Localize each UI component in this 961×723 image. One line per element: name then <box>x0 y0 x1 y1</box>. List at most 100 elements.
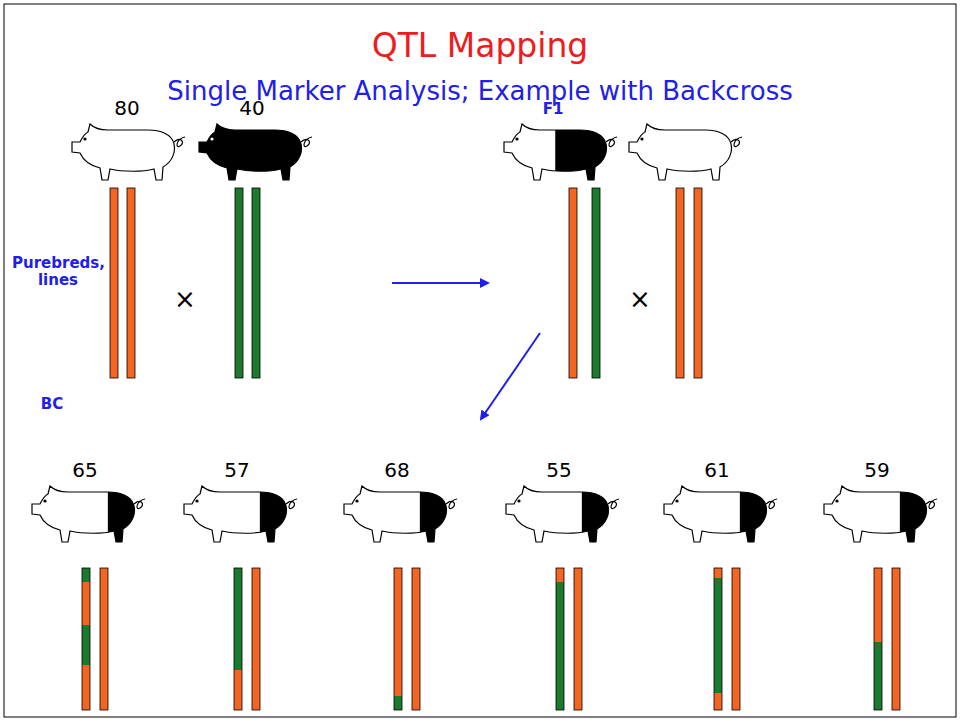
trait-value: 55 <box>546 459 571 482</box>
orange-segment <box>714 568 722 578</box>
chromosome-orange <box>127 188 135 378</box>
chromosome-green <box>235 188 243 378</box>
backcross-arrow <box>481 333 540 419</box>
chromosome-outline <box>234 568 242 710</box>
chromosome-orange <box>110 188 118 378</box>
chromosome-outline <box>394 568 402 710</box>
orange-segment <box>556 568 564 582</box>
chromosome-orange <box>569 188 577 378</box>
slide-title: QTL Mapping <box>372 27 589 65</box>
green-segment <box>82 625 90 665</box>
white-pig <box>629 124 742 180</box>
bc-pig <box>184 486 297 542</box>
pig-black-rear <box>506 486 609 542</box>
pig-tail <box>134 499 145 509</box>
pig-black-half <box>504 124 607 180</box>
chromosomes <box>100 568 900 710</box>
generation-label: BC <box>41 396 63 413</box>
pig-eye <box>195 499 198 502</box>
pig-black-rear <box>344 486 447 542</box>
black-pig <box>199 124 312 180</box>
pig-tail <box>446 499 457 509</box>
pig-eye <box>515 137 518 140</box>
group-label: Purebreds, lines <box>12 255 104 290</box>
pig-eye <box>83 137 86 140</box>
pig-tail <box>286 499 297 509</box>
bc-pig <box>32 486 145 542</box>
pig-black-rear <box>824 486 927 542</box>
green-segment <box>714 578 722 693</box>
pig-tail <box>926 499 937 509</box>
trait-value: 57 <box>224 459 249 482</box>
pig-black-rear <box>664 486 767 542</box>
green-segment <box>82 568 90 582</box>
chromosomes <box>110 188 702 378</box>
slide-frame <box>4 4 956 717</box>
pig-eye <box>675 499 678 502</box>
pig-body <box>824 486 927 542</box>
pig-tail <box>731 137 742 147</box>
chromosome-orange <box>100 568 108 710</box>
generation-label: F1 <box>543 101 564 118</box>
chromosome-outline <box>714 568 722 710</box>
chromosome-outline <box>82 568 90 710</box>
pig-tail <box>174 137 185 147</box>
chromosome-green <box>252 188 260 378</box>
pig-tail <box>766 499 777 509</box>
trait-value: 40 <box>239 97 264 120</box>
pig-black-rear <box>32 486 135 542</box>
orange-segment <box>874 568 882 642</box>
pig-eye <box>835 499 838 502</box>
chromosome-outline <box>874 568 882 710</box>
chromosome-green <box>592 188 600 378</box>
orange-segment <box>82 665 90 710</box>
bc-pig <box>824 486 937 542</box>
pig-body <box>199 124 302 180</box>
chromosome-outline <box>556 568 564 710</box>
pig-body <box>629 124 732 180</box>
orange-segment <box>714 693 722 710</box>
pig-eye <box>517 499 520 502</box>
pig-eye <box>640 137 643 140</box>
chromosome-orange <box>574 568 582 710</box>
white-pig <box>72 124 185 180</box>
pig-black-rear <box>184 486 287 542</box>
pig-eye <box>210 137 213 140</box>
orange-segment <box>82 582 90 625</box>
chromosome-outlines <box>82 568 882 710</box>
recombinant-chromosomes <box>82 568 882 710</box>
chromosome-orange <box>412 568 420 710</box>
pig-body <box>72 124 175 180</box>
pig-eye <box>355 499 358 502</box>
pig-body <box>504 124 607 180</box>
bc-pig <box>506 486 619 542</box>
pig-body <box>506 486 609 542</box>
orange-segment <box>234 670 242 710</box>
trait-value: 61 <box>704 459 729 482</box>
pig-body <box>32 486 135 542</box>
f1-pig <box>504 124 617 180</box>
trait-value: 59 <box>864 459 889 482</box>
chromosome-orange <box>892 568 900 710</box>
bc-pig <box>664 486 777 542</box>
pig-tail <box>608 499 619 509</box>
pig-body <box>664 486 767 542</box>
green-segment <box>394 696 402 710</box>
green-segment <box>234 568 242 670</box>
pig-tail <box>301 137 312 147</box>
green-segment <box>874 642 882 710</box>
green-segment <box>556 582 564 710</box>
cross-symbol: × <box>629 285 651 315</box>
chromosome-orange <box>694 188 702 378</box>
cross-symbol: × <box>174 285 196 315</box>
pig-body <box>184 486 287 542</box>
bc-pig <box>344 486 457 542</box>
trait-value: 68 <box>384 459 409 482</box>
pig-eye <box>43 499 46 502</box>
chromosome-orange <box>732 568 740 710</box>
orange-segment <box>394 568 402 696</box>
chromosome-orange <box>252 568 260 710</box>
